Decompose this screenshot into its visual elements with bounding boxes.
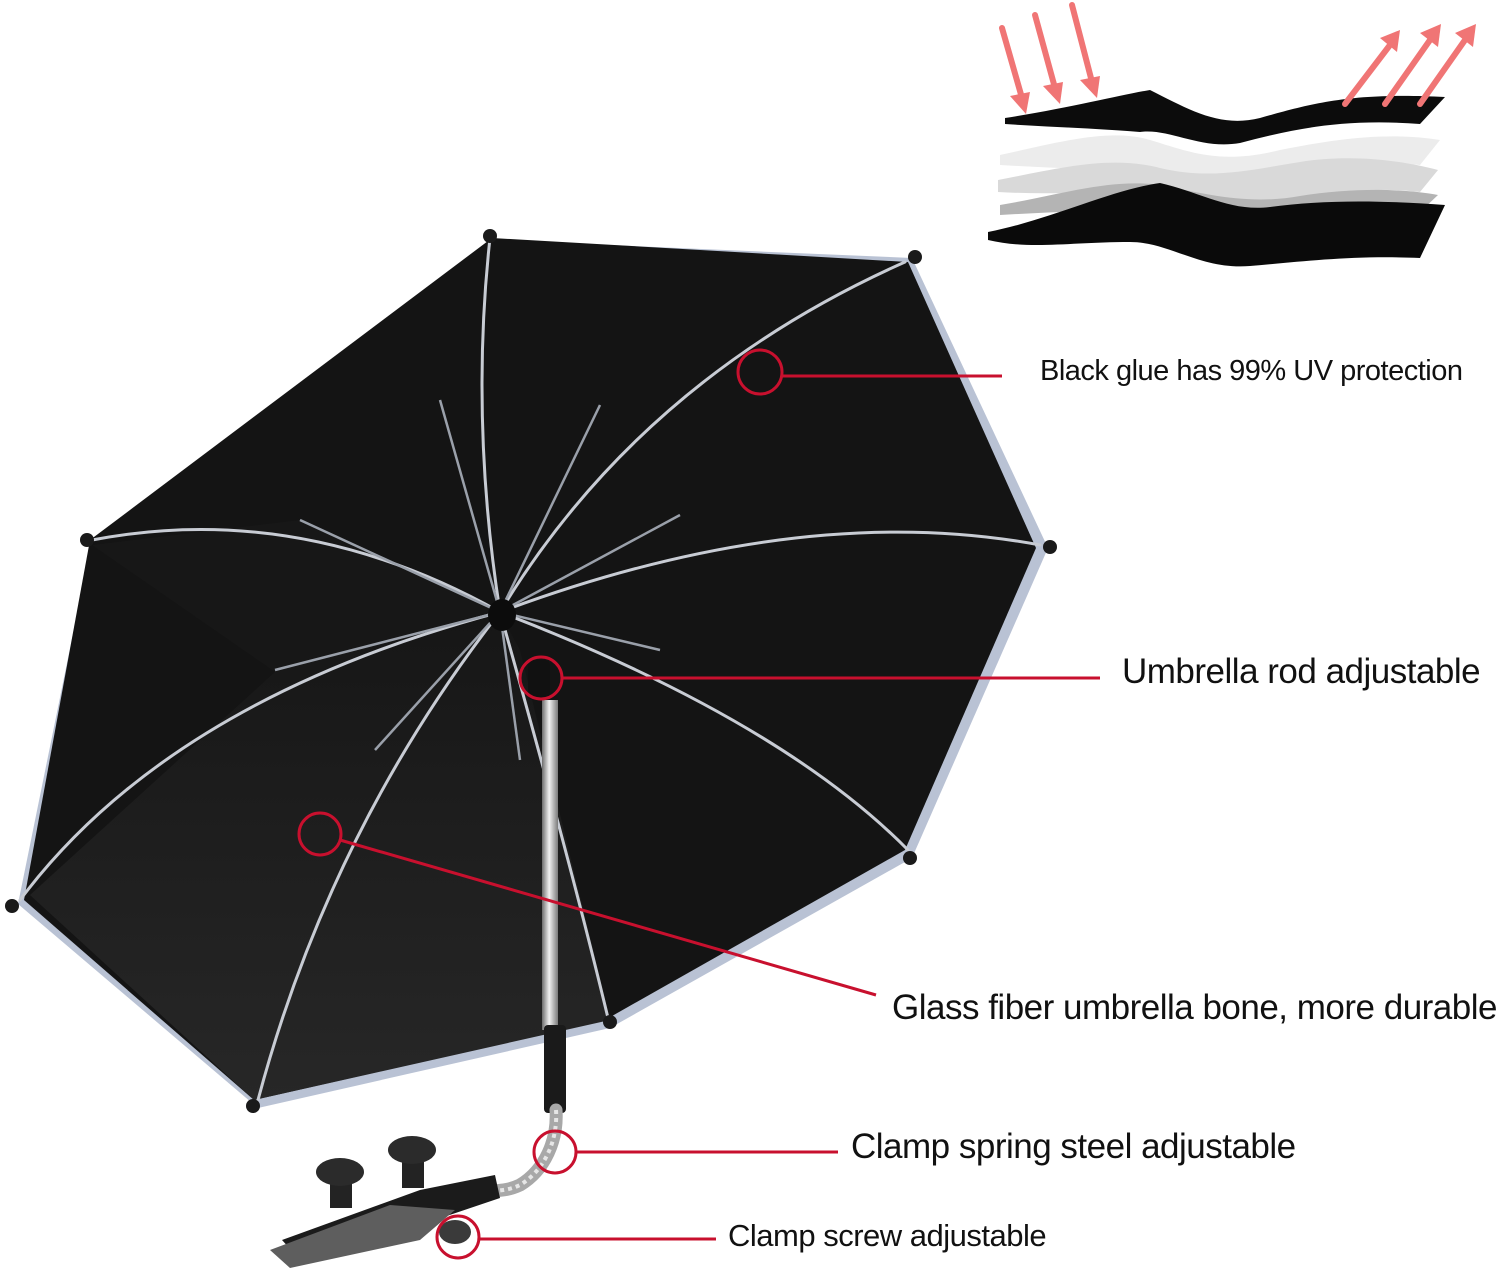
arrow-up-right-icon: [1417, 24, 1476, 107]
arrow-down-right-icon: [999, 25, 1030, 114]
arrow-up-right-icon: [1382, 24, 1441, 107]
callout-rod: [518, 655, 1100, 701]
clamp-screw: [439, 1220, 471, 1244]
uv-incoming-arrows: [999, 2, 1100, 114]
pole-handle: [544, 1025, 566, 1113]
callout-bone: [297, 811, 877, 997]
arrow-down-right-icon: [1032, 12, 1063, 104]
clamp-knob-left: [316, 1158, 364, 1186]
clamp-jaw: [270, 1205, 455, 1268]
umbrella-hub: [488, 599, 516, 631]
callout-screw: [435, 1214, 716, 1260]
label-glass-fiber-bone: Glass fiber umbrella bone, more durable: [892, 988, 1497, 1027]
fabric-layer-bottom: [988, 183, 1445, 267]
label-clamp-screw: Clamp screw adjustable: [728, 1218, 1047, 1253]
pole-rod: [542, 700, 558, 1030]
label-uv-protection: Black glue has 99% UV protection: [1040, 355, 1463, 387]
fabric-layer-top: [1005, 90, 1445, 145]
umbrella: [5, 229, 1057, 1268]
clamp-knob-right-stem: [402, 1158, 424, 1188]
canopy-inner-panel-2: [92, 520, 498, 672]
pole-upper: [528, 660, 550, 700]
callout-spring: [532, 1129, 838, 1175]
label-rod-adjustable: Umbrella rod adjustable: [1122, 652, 1481, 691]
fabric-layer-white: [1000, 135, 1440, 183]
clamp-knob-right: [388, 1136, 436, 1164]
callouts: [297, 348, 1100, 1260]
label-clamp-spring: Clamp spring steel adjustable: [851, 1127, 1296, 1166]
arrow-down-right-icon: [1069, 2, 1100, 98]
clamp: [270, 1136, 500, 1268]
stretchers: [274, 399, 681, 761]
callout-uv: [736, 348, 1002, 396]
uv-reflected-arrows: [1342, 24, 1476, 107]
ribs: [18, 236, 1042, 1102]
rib-tips: [5, 229, 1057, 1113]
fabric-layers-diagram: [988, 2, 1476, 267]
arrow-up-right-icon: [1342, 30, 1400, 107]
clamp-knob-left-stem: [330, 1180, 352, 1208]
